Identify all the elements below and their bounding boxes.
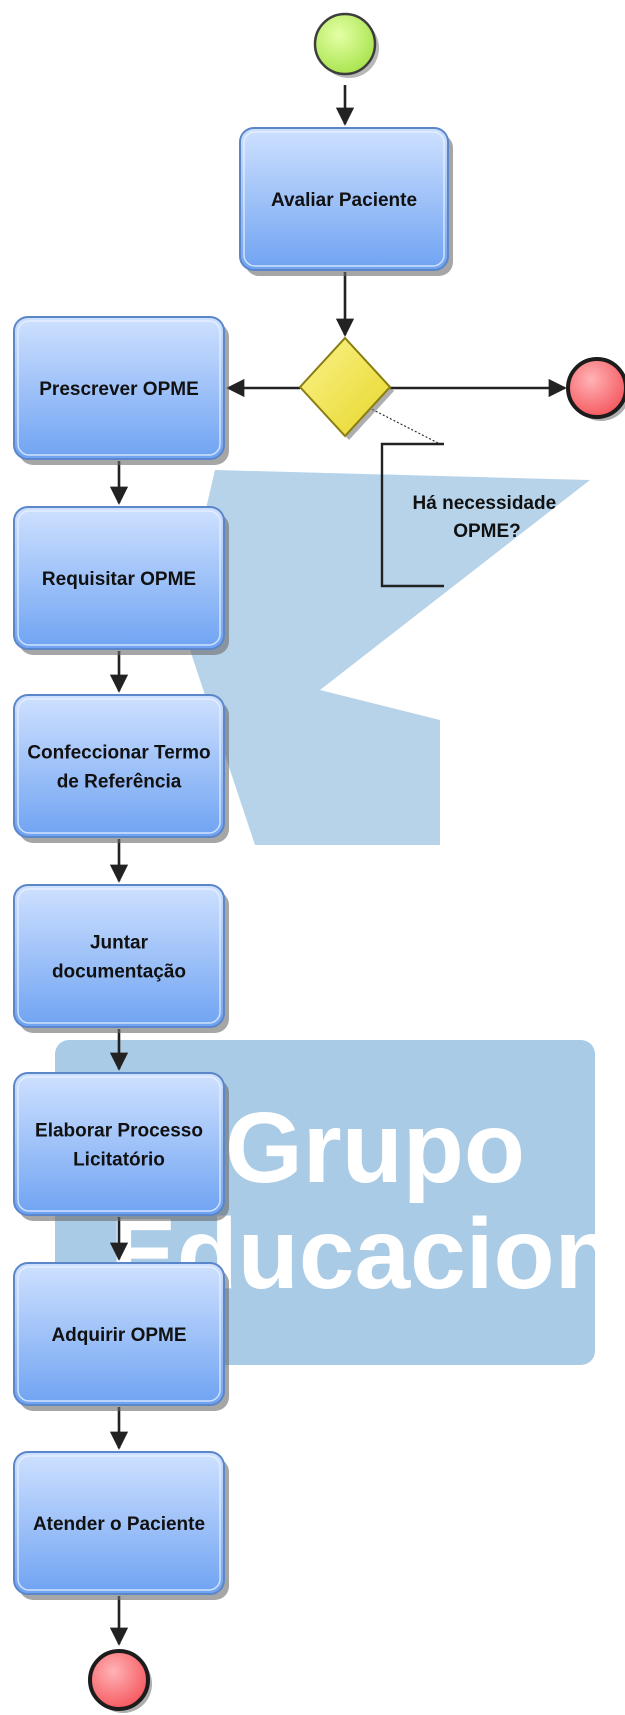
task-atender: Atender o Paciente [13,1451,229,1600]
task-label: Atender o Paciente [33,1514,205,1535]
task-label-line: Licitatório [73,1150,165,1171]
watermark-text-nis: nis [235,888,437,1045]
task-label-line: Confeccionar Termo [27,743,210,764]
task-label: Requisitar OPME [42,569,196,590]
connectors [109,85,567,1646]
watermark-swoosh [180,470,590,845]
task-label-line: de Referência [57,772,182,793]
task-box [13,506,225,650]
task-label-line: documentação [52,962,186,983]
task-label-line: Elaborar Processo [35,1121,203,1142]
annotation-line-2: OPME? [453,521,521,542]
task-box [239,127,449,271]
task-box [13,884,225,1028]
task-label-line: Adquirir OPME [51,1325,186,1346]
task-label-line: Avaliar Paciente [271,190,417,211]
annotation-bracket [380,442,444,588]
task-requisitar: Requisitar OPME [13,506,229,655]
task-box [13,316,225,460]
task-label-line: Requisitar OPME [42,569,196,590]
annotation-text: Há necessidade OPME? [413,493,562,542]
task-label: Adquirir OPME [51,1325,186,1346]
end-event-bottom [88,1649,152,1713]
task-label: Juntar documentação [52,933,186,983]
task-avaliar: Avaliar Paciente [239,127,453,276]
task-label-line: Juntar [90,933,149,954]
task-prescrever: Prescrever OPME [13,316,229,465]
start-event [313,12,379,78]
annotation-line-1: Há necessidade [413,493,557,514]
gateway-annotation: Há necessidade OPME? [339,392,562,588]
end-event-right [566,357,625,421]
annotation-association [339,392,441,445]
task-confeccionar: Confeccionar Termo de Referência [13,694,229,843]
task-juntar: Juntar documentação [13,884,229,1033]
task-box [13,694,225,838]
watermark-text-grupo: Grupo [225,1092,525,1204]
task-box [13,1262,225,1406]
task-label-line: Atender o Paciente [33,1514,205,1535]
task-label: Avaliar Paciente [271,190,417,211]
task-label: Prescrever OPME [39,379,199,400]
task-label: Confeccionar Termo de Referência [27,743,210,793]
task-label-line: Prescrever OPME [39,379,199,400]
task-box [13,1072,225,1216]
task-box [13,1451,225,1595]
task-adquirir: Adquirir OPME [13,1262,229,1411]
decision-gateway [298,336,394,440]
